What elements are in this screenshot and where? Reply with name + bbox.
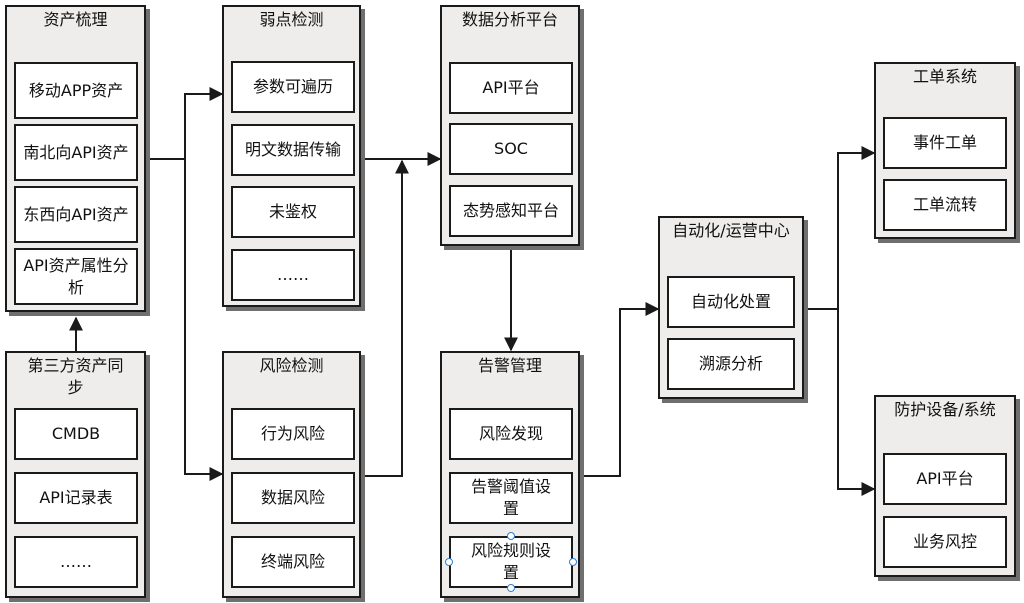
item-ticket-flow[interactable]: 工单流转 xyxy=(883,179,1007,231)
item-more[interactable]: …… xyxy=(231,249,355,301)
item-cmdb[interactable]: CMDB xyxy=(14,408,138,460)
item-auto-disposal[interactable]: 自动化处置 xyxy=(667,276,795,328)
item-api-platform[interactable]: API平台 xyxy=(449,62,573,114)
item-api-record-table[interactable]: API记录表 xyxy=(14,472,138,524)
item-api-attribute-analysis[interactable]: API资产属性分析 xyxy=(14,248,138,305)
item-risk-discovery[interactable]: 风险发现 xyxy=(449,408,573,460)
arrow-automation-to-protection xyxy=(837,309,876,496)
arrow-asset-to-weakness xyxy=(184,87,224,159)
item-terminal-risk[interactable]: 终端风险 xyxy=(231,536,355,588)
group-alert-title: 告警管理 xyxy=(477,356,542,375)
group-asset-title: 资产梳理 xyxy=(43,10,108,29)
arrow-risk-to-analysis xyxy=(361,159,409,477)
item-more[interactable]: …… xyxy=(14,536,138,588)
selection-handle-left[interactable] xyxy=(445,558,453,566)
selection-handle-bottom[interactable] xyxy=(507,584,515,592)
arrow-alert-to-automation xyxy=(580,302,660,477)
item-business-risk-control[interactable]: 业务风控 xyxy=(883,516,1007,568)
group-risk-title: 风险检测 xyxy=(259,356,324,375)
group-alert[interactable]: 告警管理 风险发现 告警阈值设置 风险规则设置 xyxy=(440,351,580,598)
item-behavior-risk[interactable]: 行为风险 xyxy=(231,408,355,460)
item-api-platform[interactable]: API平台 xyxy=(883,453,1007,505)
item-risk-rule[interactable]: 风险规则设置 xyxy=(449,536,573,588)
item-event-ticket[interactable]: 事件工单 xyxy=(883,117,1007,169)
arrow-asset-to-risk xyxy=(184,159,224,481)
item-alert-threshold[interactable]: 告警阈值设置 xyxy=(449,472,573,524)
arrow-automation-to-ticket xyxy=(837,146,876,309)
group-protection-title: 防护设备/系统 xyxy=(894,400,996,419)
item-east-west-api-asset[interactable]: 东西向API资产 xyxy=(14,186,138,243)
group-third-party[interactable]: 第三方资产同步 CMDB API记录表 …… xyxy=(5,351,146,598)
group-analysis-title: 数据分析平台 xyxy=(461,10,558,29)
item-mobile-app-asset[interactable]: 移动APP资产 xyxy=(14,62,138,119)
item-trace-analysis[interactable]: 溯源分析 xyxy=(667,338,795,390)
item-situational-awareness[interactable]: 态势感知平台 xyxy=(449,185,573,237)
item-north-south-api-asset[interactable]: 南北向API资产 xyxy=(14,124,138,181)
group-asset[interactable]: 资产梳理 移动APP资产 南北向API资产 东西向API资产 API资产属性分析 xyxy=(5,5,146,312)
item-data-risk[interactable]: 数据风险 xyxy=(231,472,355,524)
group-analysis[interactable]: 数据分析平台 API平台 SOC 态势感知平台 xyxy=(440,5,580,246)
group-weakness[interactable]: 弱点检测 参数可遍历 明文数据传输 未鉴权 …… xyxy=(222,5,361,307)
group-automation-title: 自动化/运营中心 xyxy=(672,221,790,240)
group-weakness-title: 弱点检测 xyxy=(259,10,324,29)
group-protection[interactable]: 防护设备/系统 API平台 业务风控 xyxy=(874,395,1016,577)
item-plaintext-transfer[interactable]: 明文数据传输 xyxy=(231,124,355,176)
group-automation[interactable]: 自动化/运营中心 自动化处置 溯源分析 xyxy=(658,216,804,399)
item-unauthenticated[interactable]: 未鉴权 xyxy=(231,186,355,238)
group-risk[interactable]: 风险检测 行为风险 数据风险 终端风险 xyxy=(222,351,361,598)
selection-handle-top[interactable] xyxy=(507,532,515,540)
group-third-party-title: 第三方资产同步 xyxy=(27,356,124,397)
item-soc[interactable]: SOC xyxy=(449,123,573,175)
group-ticket[interactable]: 工单系统 事件工单 工单流转 xyxy=(874,62,1016,239)
item-param-traversal[interactable]: 参数可遍历 xyxy=(231,61,355,113)
selection-handle-right[interactable] xyxy=(569,558,577,566)
group-ticket-title: 工单系统 xyxy=(912,67,977,86)
